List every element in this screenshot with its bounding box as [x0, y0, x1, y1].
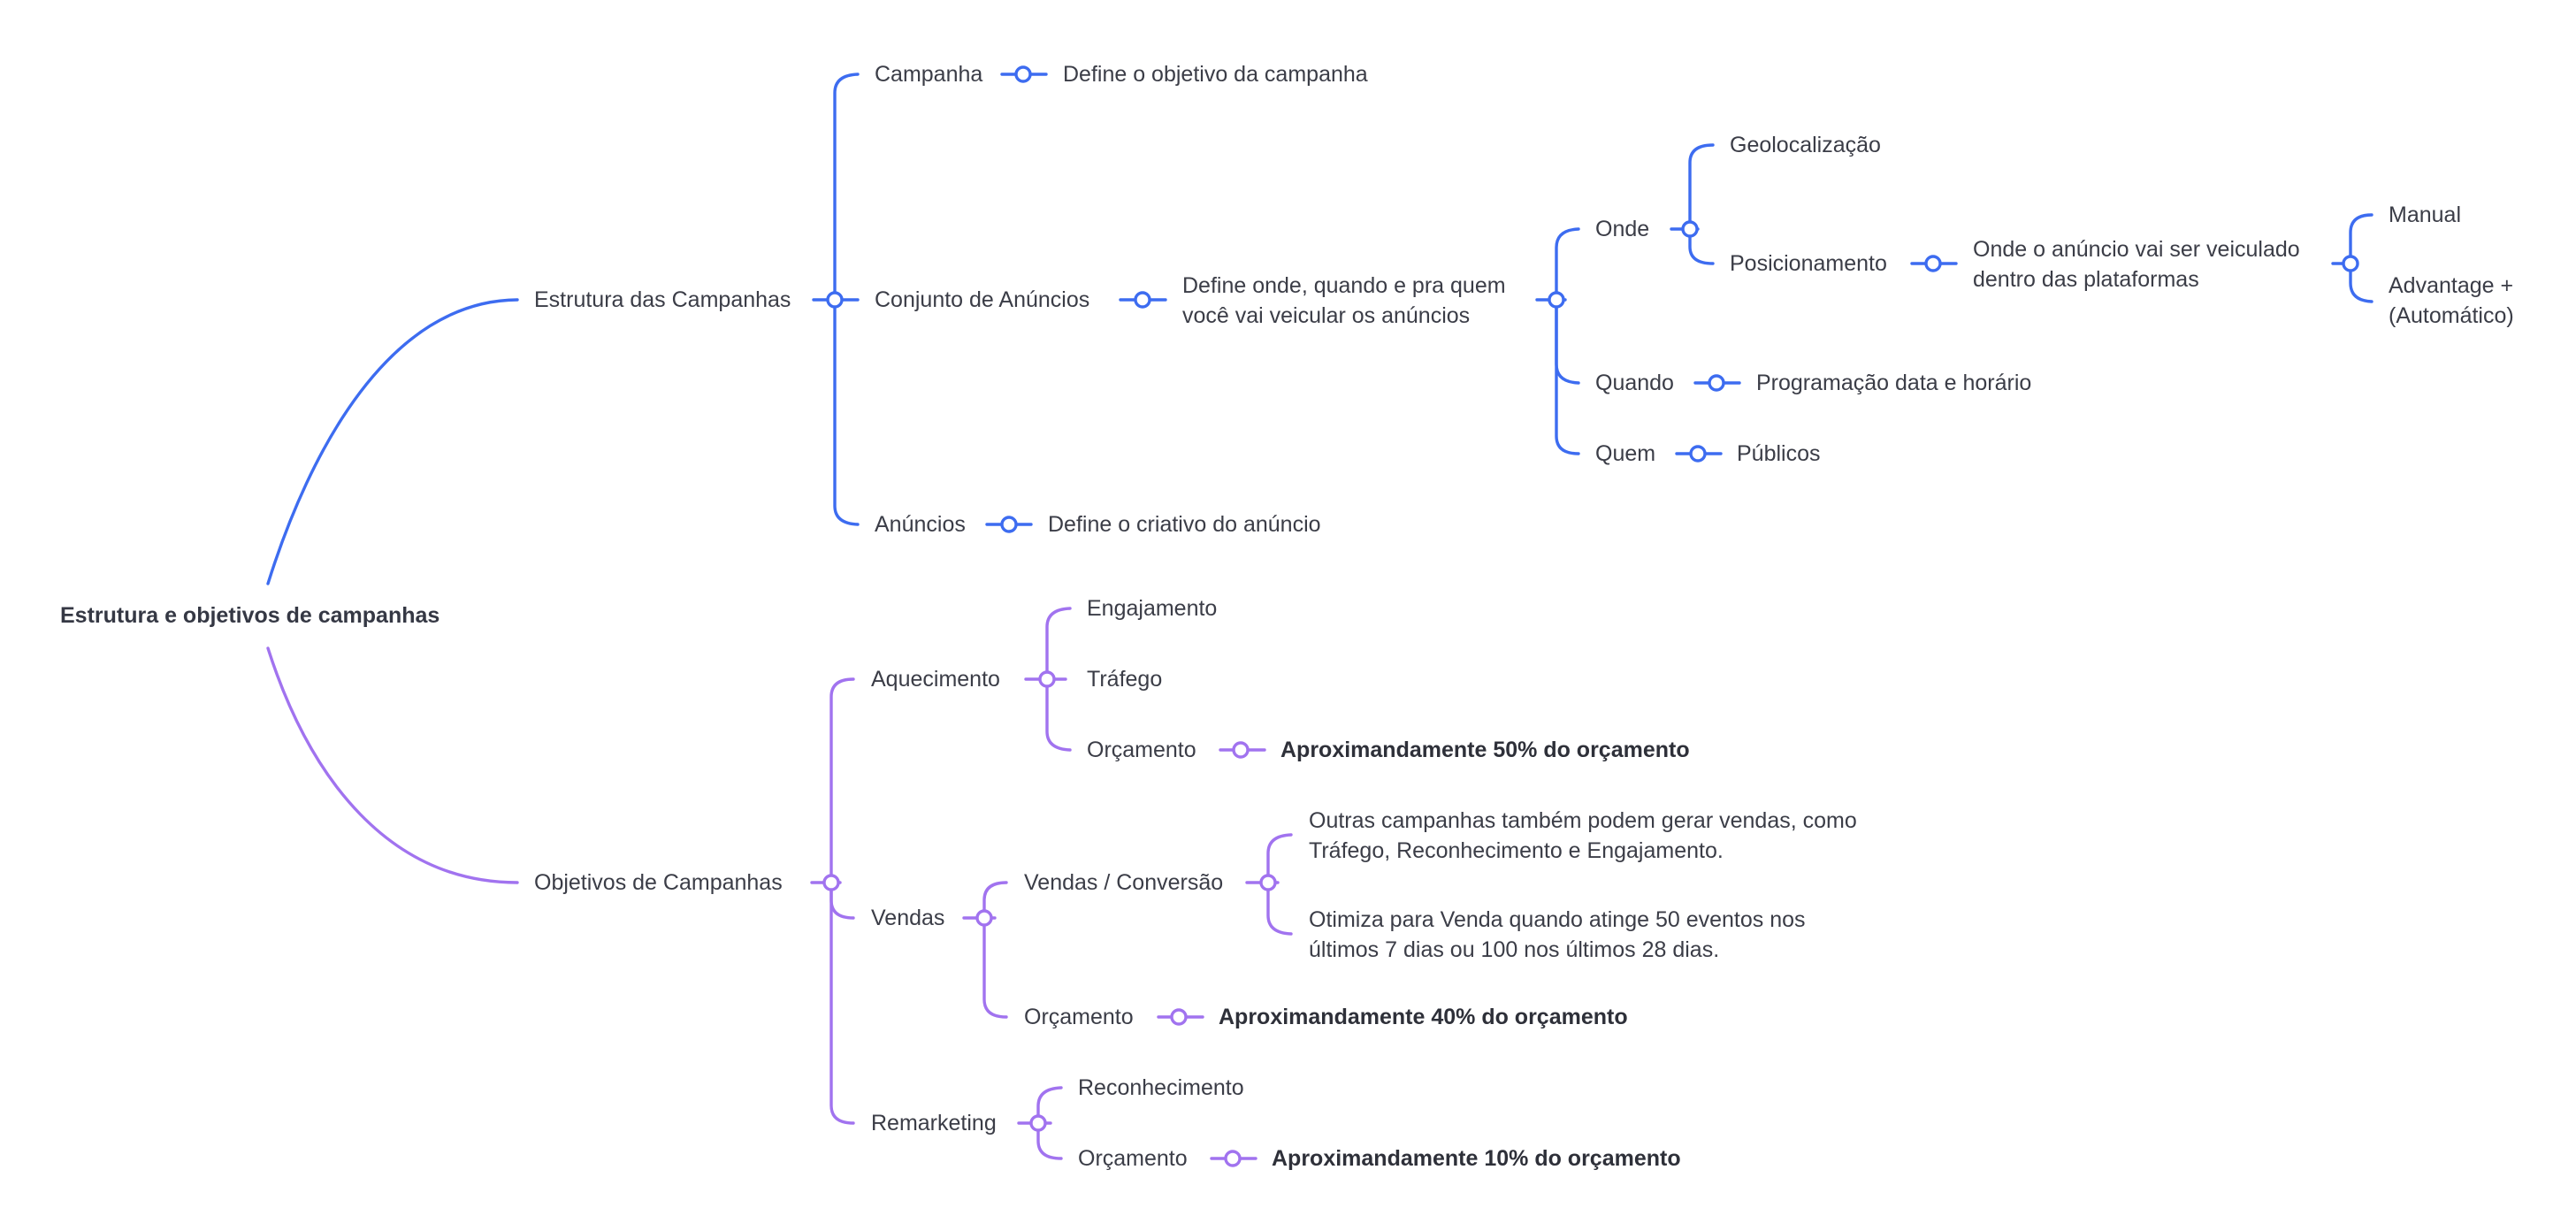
edge-conversao-note1: [1266, 833, 1293, 884]
node-posicionamento[interactable]: Posicionamento: [1730, 251, 1887, 276]
edge-vendas-conversao: [982, 881, 1008, 920]
edge-define-quem: [1555, 298, 1580, 455]
edge-onde-posicionamento: [1688, 227, 1715, 265]
posicionamento-collapse-knob[interactable]: [1924, 255, 1942, 272]
edge-vendas-orcamento: [982, 916, 1008, 1019]
node-conjunto-detail[interactable]: Define onde, quando e pra quem você vai …: [1182, 273, 1506, 328]
node-aquecimento-orcamento-detail[interactable]: Aproximandamente 50% do orçamento: [1280, 738, 1690, 762]
node-aquecimento[interactable]: Aquecimento: [871, 667, 1000, 692]
node-conjunto-de-anuncios[interactable]: Conjunto de Anúncios: [875, 287, 1090, 312]
node-campanha-detail[interactable]: Define o objetivo da campanha: [1063, 62, 1368, 87]
node-remarketing[interactable]: Remarketing: [871, 1111, 997, 1135]
edge-root-objectives: [266, 646, 519, 884]
edge-plataformas-advantage: [2349, 262, 2373, 303]
edge-structure-anuncios: [833, 298, 860, 526]
node-objetivos-de-campanhas[interactable]: Objetivos de Campanhas: [534, 870, 783, 895]
remarketing-collapse-knob[interactable]: [1029, 1114, 1047, 1132]
edge-structure-campanha: [833, 73, 860, 302]
node-posicionamento-detail[interactable]: Onde o anúncio vai ser veiculado dentro …: [1973, 237, 2300, 292]
node-estrutura-das-campanhas[interactable]: Estrutura das Campanhas: [534, 287, 791, 312]
quem-collapse-knob[interactable]: [1689, 445, 1707, 463]
node-anuncios-detail[interactable]: Define o criativo do anúncio: [1048, 512, 1321, 537]
node-remarketing-orcamento-detail[interactable]: Aproximandamente 10% do orçamento: [1272, 1146, 1681, 1171]
edge-define-quando: [1555, 298, 1580, 385]
node-quem[interactable]: Quem: [1595, 441, 1656, 466]
campanha-collapse-knob[interactable]: [1014, 65, 1032, 83]
anuncios-collapse-knob[interactable]: [1000, 516, 1018, 533]
quando-collapse-knob[interactable]: [1708, 374, 1725, 392]
edge-objectives-remarketing: [829, 881, 855, 1125]
node-campanha[interactable]: Campanha: [875, 62, 983, 87]
node-anuncios[interactable]: Anúncios: [875, 512, 966, 537]
edge-objectives-aquecimento: [829, 677, 855, 884]
edge-aquecimento-engajamento: [1045, 607, 1072, 681]
vendas-orcamento-knob[interactable]: [1170, 1008, 1188, 1026]
edge-conversao-note2: [1266, 881, 1293, 936]
node-vendas[interactable]: Vendas: [871, 906, 945, 930]
node-engajamento[interactable]: Engajamento: [1087, 596, 1218, 621]
edge-remarketing-reconhecimento: [1036, 1086, 1063, 1125]
node-manual[interactable]: Manual: [2389, 203, 2461, 227]
edge-plataformas-manual: [2349, 213, 2373, 265]
node-vendas-orcamento-detail[interactable]: Aproximandamente 40% do orçamento: [1219, 1005, 1628, 1029]
onde-collapse-knob[interactable]: [1681, 220, 1699, 238]
node-quando-detail[interactable]: Programação data e horário: [1756, 371, 2032, 395]
remarketing-orcamento-knob[interactable]: [1224, 1150, 1242, 1167]
aquecimento-orcamento-knob[interactable]: [1232, 741, 1250, 759]
node-geolocalizacao[interactable]: Geolocalização: [1730, 133, 1881, 157]
plataformas-collapse-knob[interactable]: [2342, 255, 2359, 272]
node-onde[interactable]: Onde: [1595, 217, 1650, 241]
node-vendas-conversao[interactable]: Vendas / Conversão: [1024, 870, 1224, 895]
node-aquecimento-orcamento[interactable]: Orçamento: [1087, 738, 1196, 762]
root-node[interactable]: Estrutura e objetivos de campanhas: [60, 603, 440, 628]
node-quem-detail[interactable]: Públicos: [1737, 441, 1821, 466]
conjunto-collapse-knob[interactable]: [1134, 291, 1151, 309]
structure-collapse-knob[interactable]: [826, 291, 844, 309]
node-conversao-note-2[interactable]: Otimiza para Venda quando atinge 50 even…: [1309, 907, 1806, 962]
edge-root-structure: [266, 298, 519, 585]
node-vendas-orcamento[interactable]: Orçamento: [1024, 1005, 1134, 1029]
conversao-collapse-knob[interactable]: [1259, 874, 1277, 891]
objectives-collapse-knob[interactable]: [822, 874, 840, 891]
vendas-collapse-knob[interactable]: [975, 909, 993, 927]
node-remarketing-orcamento[interactable]: Orçamento: [1078, 1146, 1188, 1171]
node-trafego[interactable]: Tráfego: [1087, 667, 1163, 692]
edge-define-onde: [1555, 227, 1580, 302]
aquecimento-collapse-knob[interactable]: [1038, 670, 1056, 688]
node-conversao-note-1[interactable]: Outras campanhas também podem gerar vend…: [1309, 808, 1857, 863]
node-reconhecimento[interactable]: Reconhecimento: [1078, 1075, 1244, 1100]
node-quando[interactable]: Quando: [1595, 371, 1674, 395]
edge-remarketing-orcamento: [1036, 1121, 1063, 1160]
define-collapse-knob[interactable]: [1548, 291, 1565, 309]
edge-onde-geo: [1688, 143, 1715, 231]
edge-aquecimento-orcamento: [1045, 677, 1072, 752]
node-advantage[interactable]: Advantage + (Automático): [2389, 273, 2514, 328]
